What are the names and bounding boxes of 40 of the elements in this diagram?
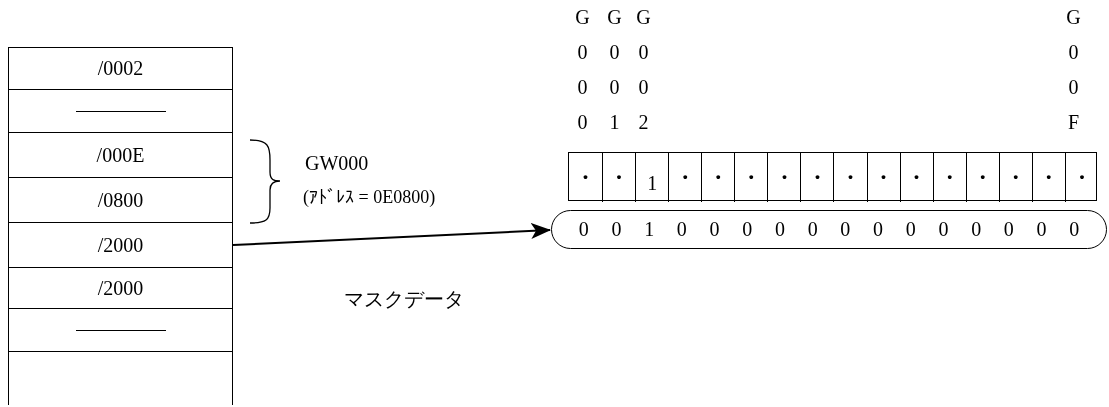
table-row	[8, 268, 233, 309]
bit-value: ·	[1077, 164, 1086, 191]
bit-value: ·	[813, 164, 822, 191]
register-name: GW000	[305, 152, 369, 175]
bit-value: ·	[879, 164, 888, 191]
hex-value: /2000	[97, 276, 144, 300]
bit-value: ·	[945, 164, 954, 191]
arrow	[232, 222, 551, 246]
address-note: (ｱﾄﾞﾚｽ = 0E0800)	[303, 187, 436, 208]
bit-value: ·	[912, 164, 921, 191]
bit-register	[568, 152, 1097, 201]
memory-table	[8, 47, 233, 405]
hex-value: /0800	[97, 188, 144, 212]
bit-value: ·	[615, 164, 624, 191]
column-label: G000	[575, 5, 590, 135]
bit-value: ·	[747, 164, 756, 191]
table-row	[8, 223, 233, 268]
bit-value: ·	[714, 164, 723, 191]
bit-value: ·	[846, 164, 855, 191]
table-row	[8, 133, 233, 178]
column-label: G00F	[1066, 5, 1081, 135]
bit-value: ·	[780, 164, 789, 191]
bit-value: ·	[1044, 164, 1053, 191]
bit-value: ·	[978, 164, 987, 191]
edge-label: マスクデータ	[344, 286, 464, 313]
bit-values: 0 0 1 0 0 0 0 0 0 0 0 0 0 0 0 0	[578, 218, 1080, 241]
bit-value: ·	[1011, 164, 1020, 191]
table-row	[8, 90, 233, 133]
bit-value: 1	[647, 172, 658, 195]
column-label: G001	[607, 5, 622, 135]
column-label: G002	[636, 5, 651, 135]
table-row	[8, 178, 233, 223]
table-row	[8, 309, 233, 352]
bit-value: ·	[581, 164, 590, 191]
table-row	[8, 47, 233, 90]
hex-value: /0002	[97, 56, 144, 80]
hex-value: /000E	[96, 143, 145, 167]
table-row	[8, 352, 233, 405]
bit-value: ·	[681, 164, 690, 191]
hex-value: /2000	[97, 233, 144, 257]
